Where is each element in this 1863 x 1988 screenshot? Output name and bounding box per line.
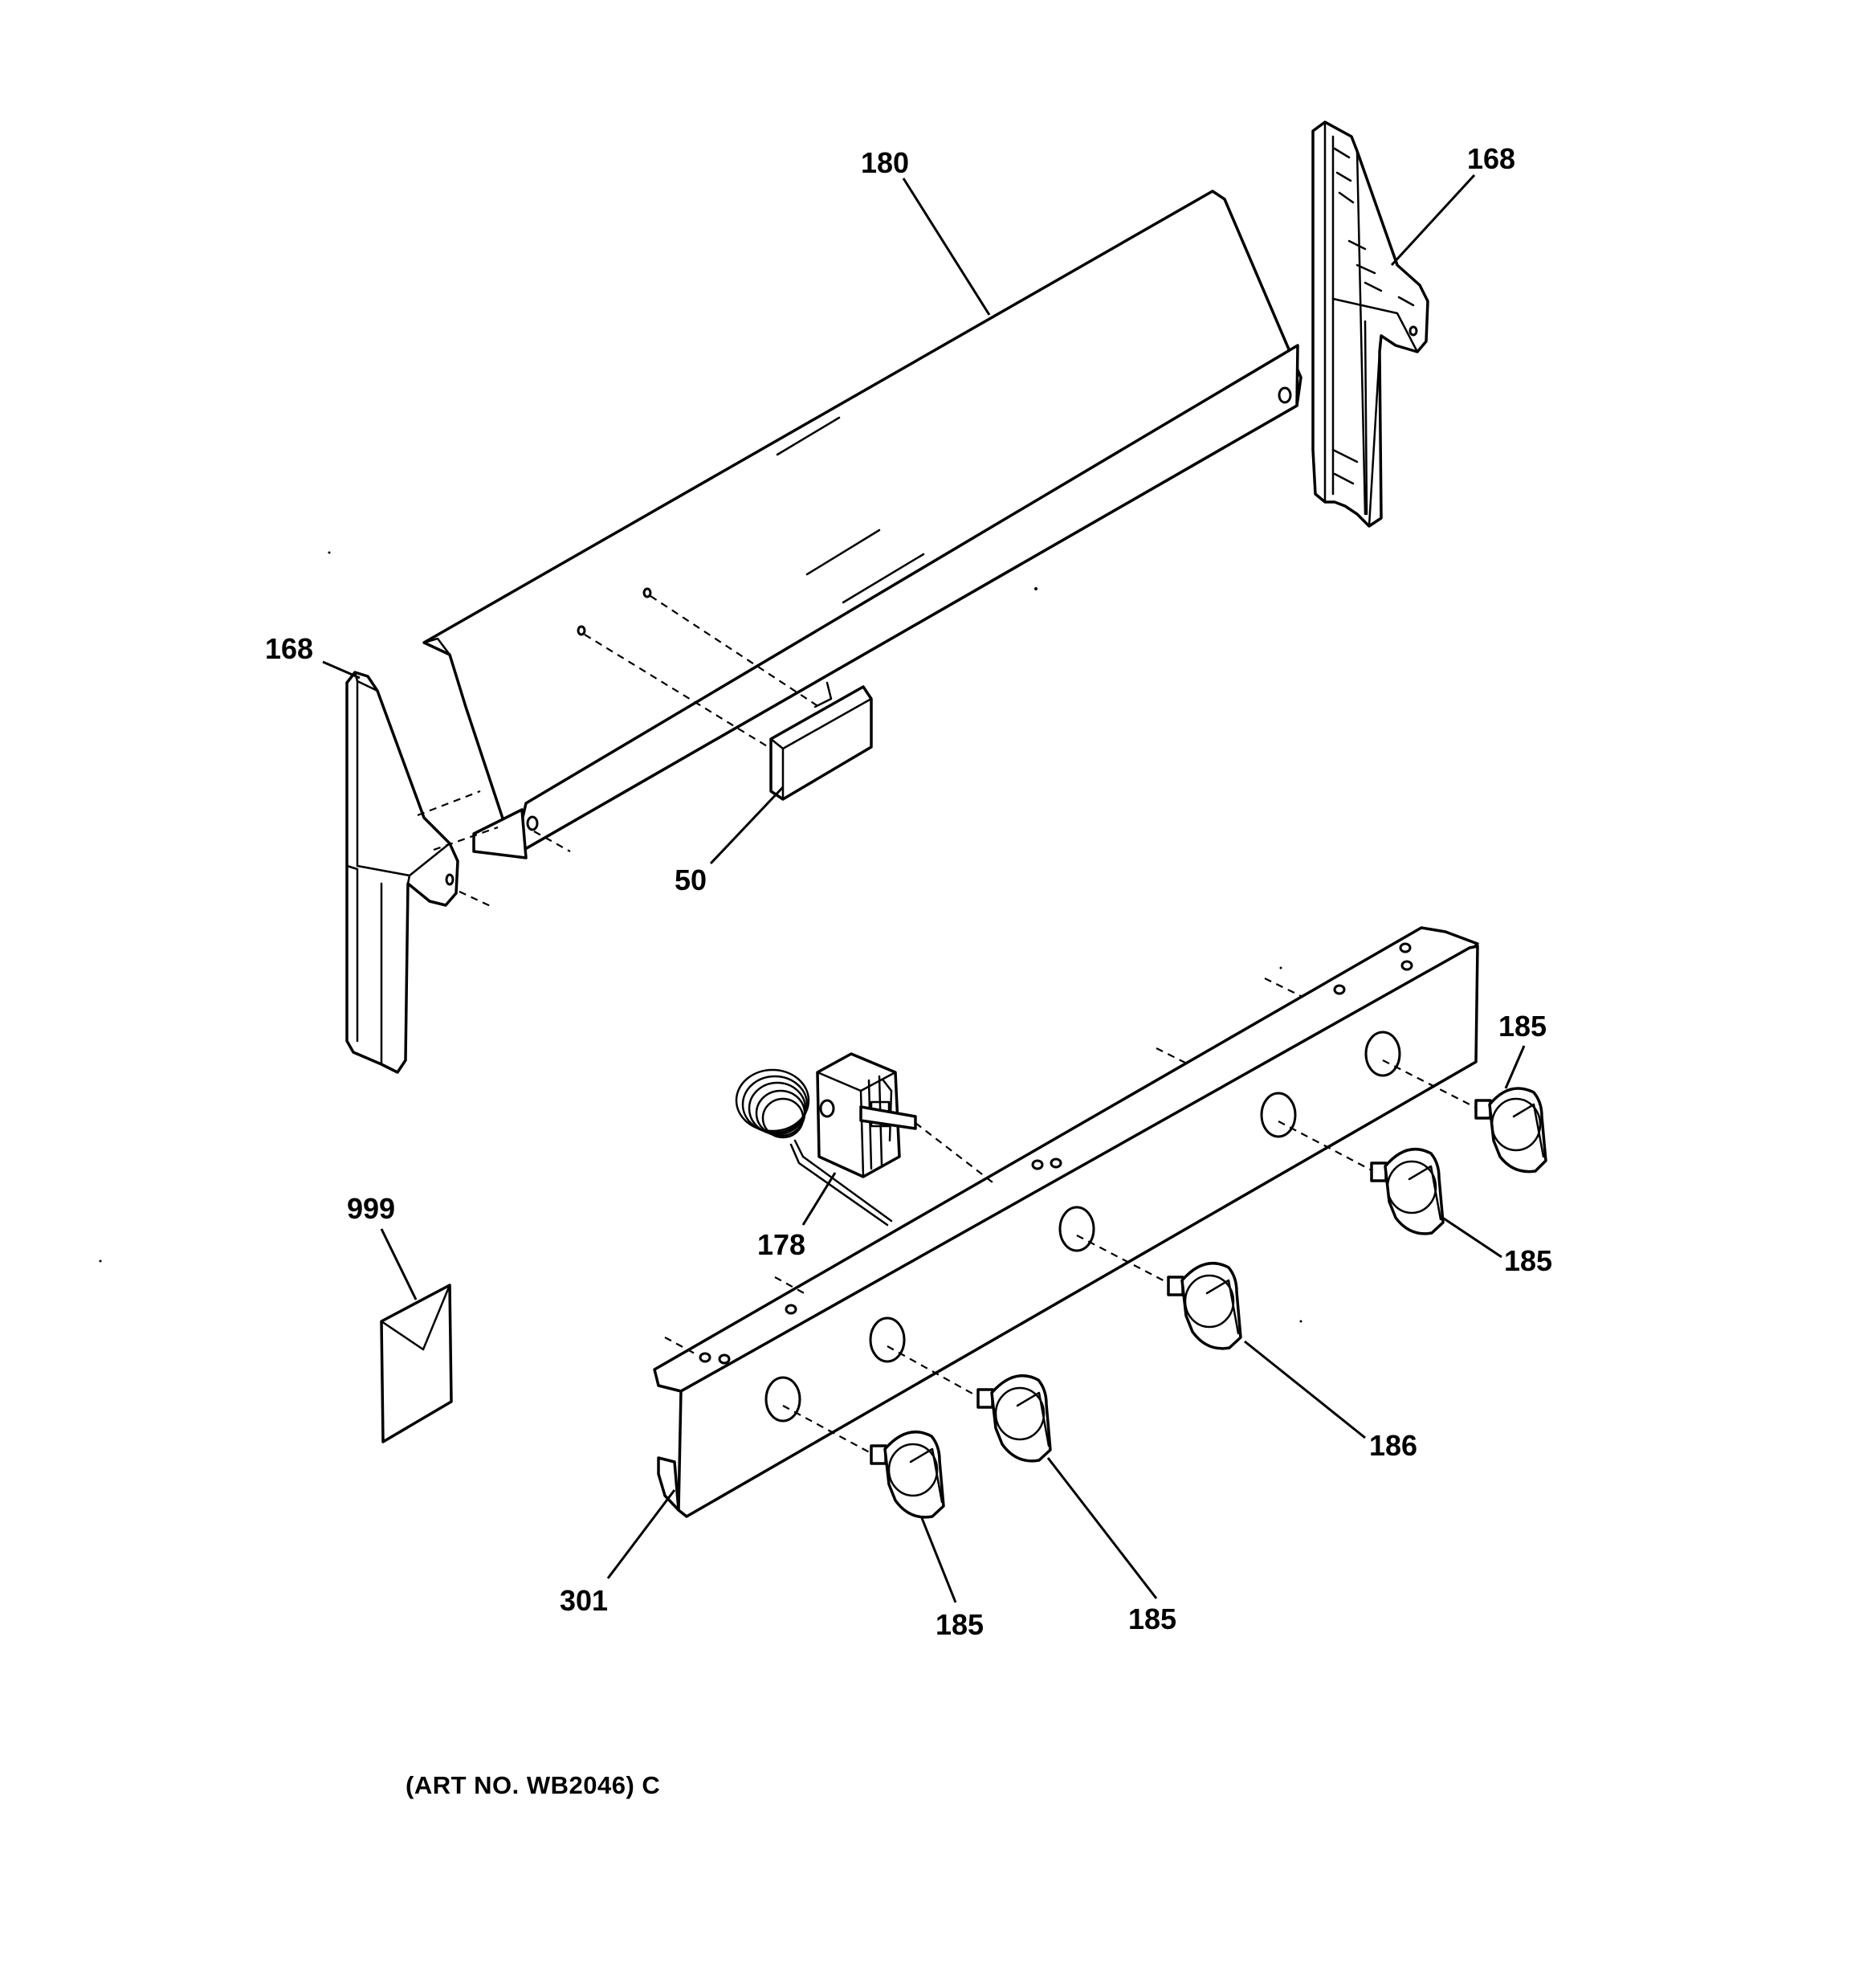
callout-180: 180 — [861, 146, 909, 179]
leader-185-bottom-left — [920, 1517, 957, 1603]
callout-301: 301 — [560, 1584, 608, 1617]
dashed-line-panel-screw — [533, 831, 571, 852]
literature-envelope-part — [380, 1284, 453, 1443]
dashed-line-bracket-1 — [1264, 978, 1302, 997]
pin-hole-upper — [642, 587, 652, 598]
callout-185-bottom-left: 185 — [936, 1608, 984, 1641]
clip-part — [769, 681, 873, 801]
callout-185-right: 185 — [1504, 1244, 1552, 1277]
leader-168-left — [322, 660, 361, 680]
knob-top-right-part — [1474, 1087, 1547, 1174]
knob-right-part — [1370, 1147, 1445, 1235]
dashed-line-upper — [650, 595, 820, 708]
leader-178 — [801, 1172, 837, 1226]
dashed-line-lower — [584, 634, 776, 752]
dashed-line-bracket-4 — [664, 1337, 695, 1354]
knob-center-part — [1167, 1261, 1242, 1350]
dashed-line-knob-right — [1278, 1121, 1374, 1172]
end-cap-right-part — [1311, 120, 1429, 528]
leader-301 — [606, 1489, 676, 1579]
dashed-line-knob-center — [1076, 1235, 1173, 1286]
callout-168-left: 168 — [265, 632, 313, 665]
art-number-footer: (ART NO. WB2046) C — [406, 1771, 661, 1799]
callout-185-top-right: 185 — [1498, 1010, 1547, 1043]
bracket-part — [653, 926, 1479, 1518]
callout-186: 186 — [1369, 1429, 1417, 1462]
top-panel-part — [422, 190, 1302, 859]
end-cap-left-part — [345, 671, 459, 1074]
dashed-line-bracket-3 — [774, 1276, 808, 1296]
callout-185-bottom-center: 185 — [1128, 1602, 1176, 1635]
leader-180 — [902, 178, 991, 316]
leader-999 — [380, 1228, 418, 1300]
callout-999: 999 — [347, 1192, 395, 1225]
callout-50: 50 — [675, 863, 707, 896]
dashed-line-cap-upper — [417, 790, 481, 817]
thermostat-part — [735, 1052, 917, 1227]
dashed-line-cap-screw — [459, 891, 495, 908]
callout-178: 178 — [757, 1228, 805, 1261]
leader-185-top-right — [1504, 1045, 1526, 1089]
dashed-line-thermostat — [915, 1122, 997, 1186]
dashed-line-cap-lower — [433, 826, 499, 851]
leader-186 — [1244, 1340, 1366, 1439]
dashed-line-knob-bottom-center — [887, 1345, 980, 1398]
leader-185-right — [1441, 1215, 1502, 1259]
dashed-line-knob-bottom-left — [782, 1405, 876, 1456]
leader-50 — [709, 786, 785, 865]
dashed-line-bracket-2 — [1156, 1047, 1189, 1065]
leader-168-right — [1390, 173, 1476, 267]
pin-hole-lower — [577, 625, 586, 636]
callout-168-right: 168 — [1467, 142, 1515, 175]
knob-bottom-left-part — [870, 1430, 945, 1519]
knob-bottom-center-part — [976, 1374, 1052, 1463]
dashed-line-knob-top-right — [1382, 1059, 1478, 1109]
leader-185-bottom-center — [1046, 1457, 1158, 1599]
